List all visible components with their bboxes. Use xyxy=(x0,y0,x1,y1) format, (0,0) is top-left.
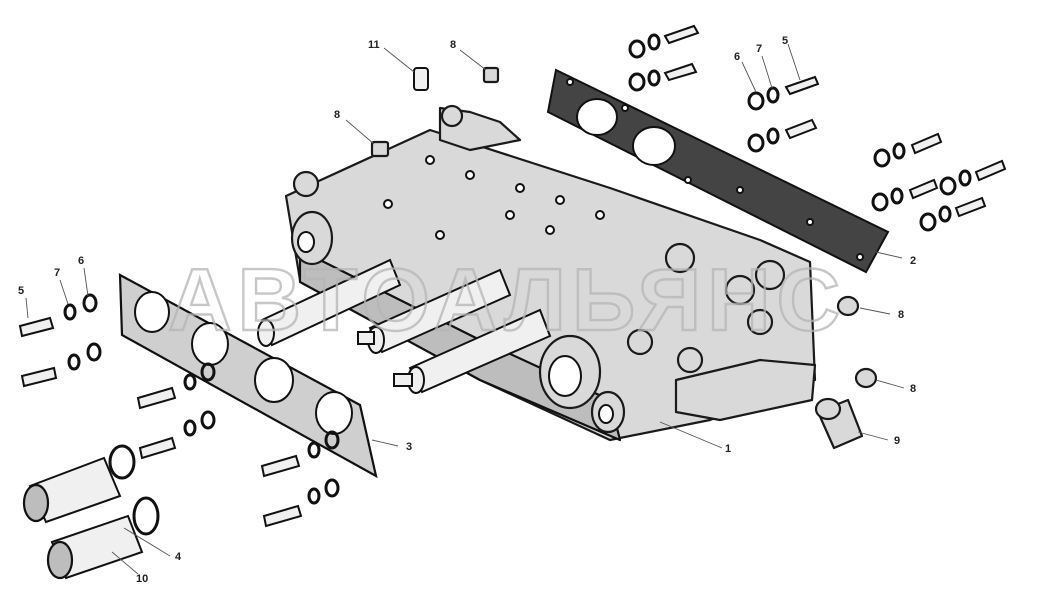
callouts: 1 2 3 4 5 5 6 6 7 7 8 8 8 8 9 10 11 xyxy=(18,35,916,585)
leader-lines xyxy=(25,43,905,575)
upper-right-fasteners xyxy=(628,24,1007,232)
callout-3: 3 xyxy=(406,441,412,453)
callout-7-top: 7 xyxy=(756,43,762,55)
callout-11: 11 xyxy=(368,39,380,51)
gasket-left xyxy=(118,273,378,479)
callout-6-top: 6 xyxy=(734,51,740,63)
callout-8-top: 8 xyxy=(450,39,456,51)
top-small-parts xyxy=(370,66,500,158)
callout-5-top: 5 xyxy=(782,35,788,47)
callout-5-left: 5 xyxy=(18,285,24,297)
callout-1: 1 xyxy=(725,443,731,455)
right-fittings xyxy=(814,295,878,450)
callout-8-lower-right: 8 xyxy=(910,383,916,395)
callout-8-upper-left: 8 xyxy=(334,109,340,121)
callout-10: 10 xyxy=(136,573,148,585)
callout-4: 4 xyxy=(175,551,182,563)
watermark-text: АВТОАЛЬЯНС xyxy=(168,250,846,349)
plugs-and-orings xyxy=(22,444,160,580)
left-fasteners xyxy=(18,293,340,528)
callout-9: 9 xyxy=(894,435,900,447)
callout-7-left: 7 xyxy=(54,267,60,279)
callout-8-right: 8 xyxy=(898,309,904,321)
callout-6-left: 6 xyxy=(78,255,84,267)
callout-2: 2 xyxy=(910,255,916,267)
valve-body xyxy=(257,104,817,442)
gasket-upper xyxy=(546,68,890,274)
